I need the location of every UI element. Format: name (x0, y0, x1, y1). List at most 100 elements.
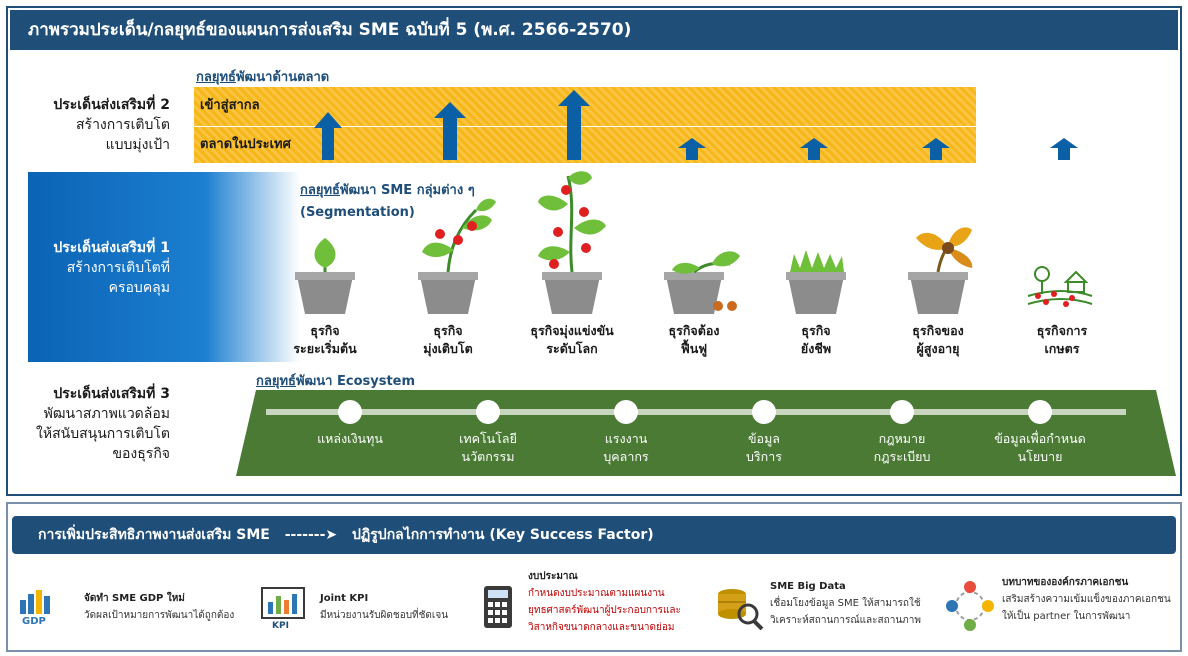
ecosystem-node-icon (890, 400, 914, 424)
tall-plant-icon (538, 171, 606, 314)
issue-1-label: ประเด็นส่งเสริมที่ 1 สร้างการเติบโตที่ ค… (20, 238, 170, 298)
arrow-up-icon (434, 102, 466, 160)
segment-label-line2: ยังชีพ (800, 341, 832, 356)
issue-1-line1: สร้างการเติบโตที่ (66, 260, 170, 276)
factor-desc: วัดผลเป้าหมายการพัฒนาได้ถูกต้อง (84, 610, 235, 621)
ecosystem-label-line2: นวัตกรรม (461, 449, 515, 464)
market-strategy-rest: พัฒนาด้านตลาด (235, 70, 330, 85)
grass-icon (786, 250, 846, 314)
segment-label-line2: ผู้สูงอายุ (916, 341, 960, 356)
ecosystem-label-labor: แรงงาน บุคลากร (571, 430, 681, 466)
factor-desc-3: วิสาหกิจขนาดกลางและขนาดย่อม (528, 622, 675, 633)
factor-title: Joint KPI (320, 593, 369, 604)
ecosystem-label-line2: บริการ (746, 449, 782, 464)
market-strategy-prefix: กลยุทธ์ (196, 70, 236, 85)
ecosystem-label-data-service: ข้อมูล บริการ (709, 430, 819, 466)
arrow-up-icon (1050, 138, 1078, 160)
segment-label-agriculture: ธุรกิจการ เกษตร (1002, 322, 1122, 358)
budget-calculator-icon (484, 586, 512, 628)
market-row-domestic: ตลาดในประเทศ (194, 126, 976, 162)
ecosystem-label-line1: ข้อมูลเพื่อกำหนด (994, 431, 1086, 446)
factor-desc-2: วิเคราะห์สถานการณ์และสถานภาพ (770, 615, 921, 626)
issue-2-label: ประเด็นส่งเสริมที่ 2 สร้างการเติบโต แบบม… (20, 95, 170, 155)
ecosystem-node-icon (752, 400, 776, 424)
arrow-up-icon (922, 138, 950, 160)
segment-label-subsistence: ธุรกิจ ยังชีพ (756, 322, 876, 358)
segment-label-line1: ธุรกิจมุ่งแข่งขัน (530, 323, 614, 338)
factor-desc-2: ยุทธศาสตร์พัฒนาผู้ประกอบการและ (528, 605, 681, 616)
autumn-plant-icon (908, 227, 973, 314)
arrow-right-icon: -------➤ (284, 527, 338, 543)
segment-label-line2: ระยะเริ่มต้น (293, 341, 357, 356)
factor-desc-1: กำหนดงบประมาณตามแผนงาน (528, 588, 665, 599)
factor-desc-2: ให้เป็น partner ในการพัฒนา (1002, 611, 1131, 622)
farm-icon (1027, 266, 1093, 307)
segment-label-line2: เกษตร (1044, 341, 1080, 356)
factor-title: งบประมาณ (528, 571, 578, 582)
ecosystem-label-funding: แหล่งเงินทุน (295, 430, 405, 448)
ecosystem-label-policy-data: ข้อมูลเพื่อกำหนด นโยบาย (985, 430, 1095, 466)
factor-joint-kpi: Joint KPI มีหน่วยงานรับผิดชอบที่ชัดเจน (320, 590, 470, 624)
segment-label-elderly: ธุรกิจของ ผู้สูงอายุ (878, 322, 998, 358)
ecosystem-label-line2: บุคลากร (603, 449, 649, 464)
gdp-chart-icon: GDP (20, 590, 50, 626)
ecosystem-strategy-prefix: กลยุทธ์ (256, 374, 296, 389)
ecosystem-node-icon (1028, 400, 1052, 424)
network-people-icon (946, 581, 994, 631)
segment-label-line2: มุ่งเติบโต (423, 341, 473, 356)
ecosystem-strategy-title: กลยุทธ์พัฒนา Ecosystem (256, 370, 415, 391)
segment-label-growth: ธุรกิจ มุ่งเติบโต (388, 322, 508, 358)
big-data-icon (718, 589, 764, 630)
gdp-icon-text: GDP (22, 616, 46, 626)
factor-title: จัดทำ SME GDP ใหม่ (84, 593, 185, 604)
key-success-panel (6, 502, 1182, 652)
issue-3-heading: ประเด็นส่งเสริมที่ 3 (53, 386, 170, 402)
segment-label-startup: ธุรกิจ ระยะเริ่มต้น (265, 322, 385, 358)
ecosystem-label-technology: เทคโนโลยี นวัตกรรม (433, 430, 543, 466)
ecosystem-label-line1: แหล่งเงินทุน (317, 431, 383, 446)
factor-budget: งบประมาณ กำหนดงบประมาณตามแผนงาน ยุทธศาสต… (528, 568, 718, 636)
efficiency-label: การเพิ่มประสิทธิภาพงานส่งเสริม SME (38, 527, 270, 543)
ecosystem-label-line2: นโยบาย (1017, 449, 1063, 464)
ecosystem-label-line1: กฎหมาย (878, 431, 926, 446)
segment-label-line1: ธุรกิจ (433, 323, 463, 338)
factor-desc-1: เสริมสร้างความเข้มแข็งของภาคเอกชน (1002, 594, 1171, 605)
issue-3-label: ประเด็นส่งเสริมที่ 3 พัฒนาสภาพแวดล้อม ให… (14, 384, 170, 464)
ecosystem-node-icon (338, 400, 362, 424)
factor-desc-1: เชื่อมโยงข้อมูล SME ให้สามารถใช้ (770, 598, 921, 609)
segmentation-strategy-title: กลยุทธ์พัฒนา SME กลุ่มต่าง ๆ (Segmentati… (300, 180, 475, 224)
issue-3-line3: ของธุรกิจ (112, 446, 170, 462)
issue-3-line1: พัฒนาสภาพแวดล้อม (43, 406, 170, 422)
segment-label-line1: ธุรกิจการ (1036, 323, 1088, 338)
issue-1-heading: ประเด็นส่งเสริมที่ 1 (53, 240, 170, 256)
arrow-up-icon (314, 112, 342, 160)
segment-label-recovery: ธุรกิจต้อง ฟื้นฟู (634, 322, 754, 358)
ecosystem-label-line2: กฎระเบียบ (873, 449, 931, 464)
arrow-up-icon (800, 138, 828, 160)
segment-label-line2: ฟื้นฟู (680, 341, 708, 356)
drooping-plant-icon (664, 251, 740, 314)
reform-label: ปฏิรูปกลไกการทำงาน (Key Success Factor) (352, 527, 654, 543)
ecosystem-label-line1: เทคโนโลยี (459, 431, 517, 446)
issue-1-block (28, 172, 300, 362)
segment-label-line1: ธุรกิจ (801, 323, 831, 338)
segmentation-strategy-rest: พัฒนา SME กลุ่มต่าง ๆ (339, 183, 475, 198)
issue-2-heading: ประเด็นส่งเสริมที่ 2 (53, 97, 170, 113)
market-strategy-title: กลยุทธ์พัฒนาด้านตลาด (196, 66, 329, 87)
ecosystem-label-law: กฎหมาย กฎระเบียบ (847, 430, 957, 466)
factor-desc: มีหน่วยงานรับผิดชอบที่ชัดเจน (320, 610, 449, 621)
page-title: ภาพรวมประเด็น/กลยุทธ์ของแผนการส่งเสริม S… (10, 10, 1178, 50)
factor-title: SME Big Data (770, 581, 846, 592)
segmentation-strategy-prefix: กลยุทธ์ (300, 183, 340, 198)
factor-private-sector: บทบาทขององค์กรภาคเอกชน เสริมสร้างความเข้… (1002, 574, 1182, 625)
factor-big-data: SME Big Data เชื่อมโยงข้อมูล SME ให้สามา… (770, 578, 950, 629)
ecosystem-node-icon (614, 400, 638, 424)
sprout-icon (295, 238, 355, 314)
ecosystem-label-line1: แรงงาน (604, 431, 648, 446)
issue-2-line2: แบบมุ่งเป้า (105, 137, 170, 153)
market-row-international: เข้าสู่สากล (200, 98, 260, 113)
issue-1-line2: ครอบคลุม (108, 280, 170, 296)
segment-label-global: ธุรกิจมุ่งแข่งขัน ระดับโลก (512, 322, 632, 358)
segment-label-line2: ระดับโลก (546, 341, 598, 356)
overview-panel (6, 6, 1182, 496)
